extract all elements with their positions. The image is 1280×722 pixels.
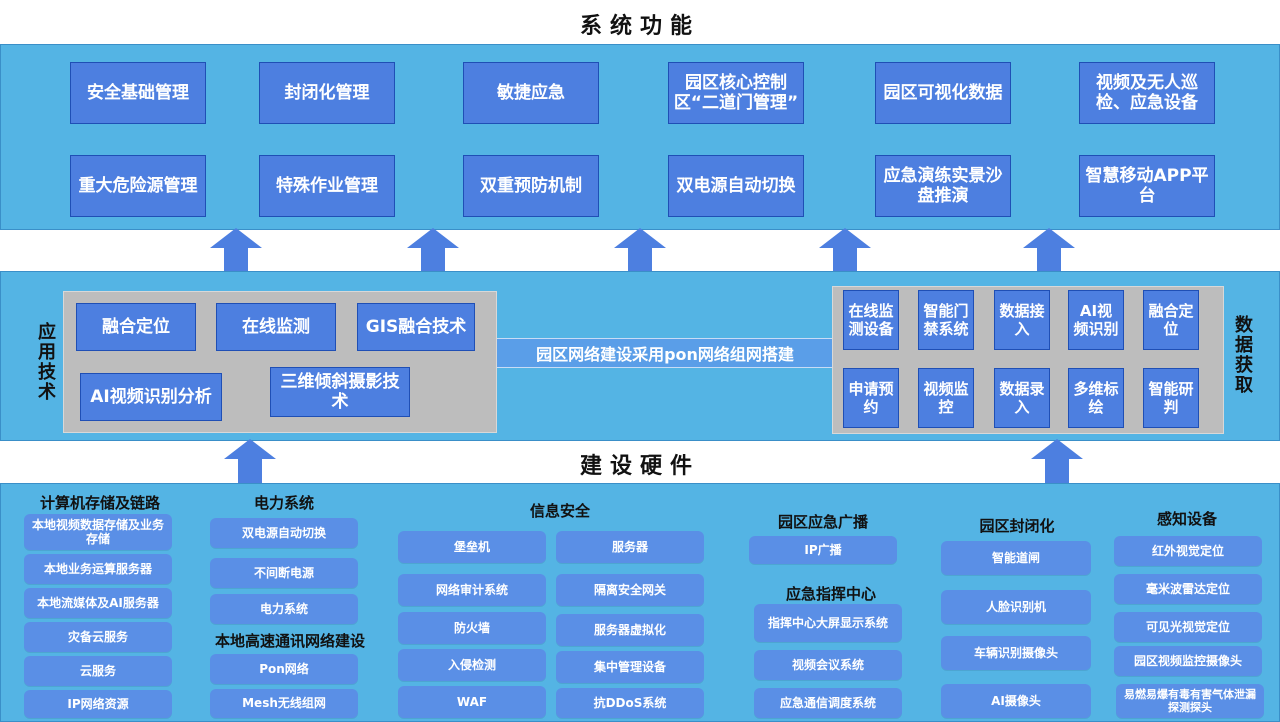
app-tech-box: AI视频识别分析 [80, 373, 222, 421]
security-item: WAF [398, 686, 546, 718]
power-item: 电力系统 [210, 594, 358, 624]
data-acq-box: 多维标绘 [1068, 368, 1124, 428]
function-box: 视频及无人巡检、应急设备 [1079, 62, 1215, 124]
computing-item: 本地视频数据存储及业务存储 [24, 514, 172, 550]
sensing-item: 园区视频监控摄像头 [1114, 646, 1262, 676]
computing-item: 本地流媒体及AI服务器 [24, 588, 172, 618]
app-tech-box: 三维倾斜摄影技术 [270, 367, 410, 417]
network-text: 园区网络建设采用pon网络组网搭建 [536, 345, 794, 364]
up-arrow-icon [1031, 439, 1083, 483]
data-acq-box: AI视频识别 [1068, 290, 1124, 350]
function-box: 智慧移动APP平台 [1079, 155, 1215, 217]
function-box: 园区核心控制区“二道门管理” [668, 62, 804, 124]
security-item: 集中管理设备 [556, 651, 704, 683]
up-arrow-icon [614, 228, 666, 272]
data-acq-box: 数据接入 [994, 290, 1050, 350]
function-box: 双电源自动切换 [668, 155, 804, 217]
power-title: 电力系统 [253, 494, 314, 512]
data-acq-box: 智能门禁系统 [918, 290, 974, 350]
command-item: 指挥中心大屏显示系统 [754, 604, 902, 642]
app-tech-box: 融合定位 [76, 303, 196, 351]
closure-item: 智能道闸 [941, 541, 1091, 575]
command-item: 应急通信调度系统 [754, 688, 902, 718]
computing-item: IP网络资源 [24, 690, 172, 718]
comm-item: Pon网络 [210, 654, 358, 684]
app-tech-box: 在线监测 [216, 303, 336, 351]
system-functions-title: 系统功能 [579, 14, 700, 39]
security-item: 防火墙 [398, 612, 546, 644]
security-item: 服务器 [556, 531, 704, 563]
construction-hardware-title: 建设硬件 [579, 454, 700, 479]
security-item: 网络审计系统 [398, 574, 546, 606]
security-title: 信息安全 [529, 502, 590, 520]
up-arrow-icon [210, 228, 262, 272]
power-item: 双电源自动切换 [210, 518, 358, 548]
data-acquisition-label: 数据获取 [1232, 315, 1253, 395]
function-box: 应急演练实景沙盘推演 [875, 155, 1011, 217]
function-box: 双重预防机制 [463, 155, 599, 217]
closure-item: AI摄像头 [941, 684, 1091, 718]
broadcast-item: IP广播 [749, 536, 897, 564]
function-box: 特殊作业管理 [259, 155, 395, 217]
app-tech-label: 应用技术 [35, 322, 56, 402]
data-acq-box: 在线监测设备 [843, 290, 899, 350]
function-box: 封闭化管理 [259, 62, 395, 124]
up-arrow-icon [1023, 228, 1075, 272]
sensing-item: 红外视觉定位 [1114, 536, 1262, 566]
security-item: 抗DDoS系统 [556, 688, 704, 718]
data-acq-box: 申请预约 [843, 368, 899, 428]
data-acq-box: 视频监控 [918, 368, 974, 428]
computing-item: 云服务 [24, 656, 172, 686]
security-item: 入侵检测 [398, 649, 546, 681]
computing-item: 本地业务运算服务器 [24, 554, 172, 584]
computing-item: 灾备云服务 [24, 622, 172, 652]
app-tech-box: GIS融合技术 [357, 303, 475, 351]
function-box: 敏捷应急 [463, 62, 599, 124]
network-banner [497, 338, 833, 368]
security-item: 隔离安全网关 [556, 574, 704, 606]
security-item: 服务器虚拟化 [556, 614, 704, 646]
security-item: 堡垒机 [398, 531, 546, 563]
data-acq-box: 数据录入 [994, 368, 1050, 428]
sensing-item: 可见光视觉定位 [1114, 612, 1262, 642]
data-acq-box: 融合定位 [1143, 290, 1199, 350]
sensing-item: 易燃易爆有毒有害气体泄漏探测探头 [1116, 684, 1264, 718]
up-arrow-icon [407, 228, 459, 272]
power-item: 不间断电源 [210, 558, 358, 588]
computing-title: 计算机存储及链路 [39, 494, 160, 512]
data-acq-box: 智能研判 [1143, 368, 1199, 428]
sensing-item: 毫米波雷达定位 [1114, 574, 1262, 604]
command-item: 视频会议系统 [754, 650, 902, 680]
sensing-title: 感知设备 [1156, 510, 1217, 528]
closure-item: 人脸识别机 [941, 590, 1091, 624]
up-arrow-icon [819, 228, 871, 272]
comm-title: 本地高速通讯网络建设 [214, 632, 365, 650]
function-box: 安全基础管理 [70, 62, 206, 124]
comm-item: Mesh无线组网 [210, 689, 358, 718]
closure-title: 园区封闭化 [979, 517, 1055, 535]
command-title: 应急指挥中心 [785, 585, 876, 603]
up-arrow-icon [224, 439, 276, 483]
function-box: 园区可视化数据 [875, 62, 1011, 124]
closure-item: 车辆识别摄像头 [941, 636, 1091, 670]
function-box: 重大危险源管理 [70, 155, 206, 217]
broadcast-title: 园区应急广播 [777, 513, 868, 531]
system-functions-panel [0, 44, 1280, 230]
